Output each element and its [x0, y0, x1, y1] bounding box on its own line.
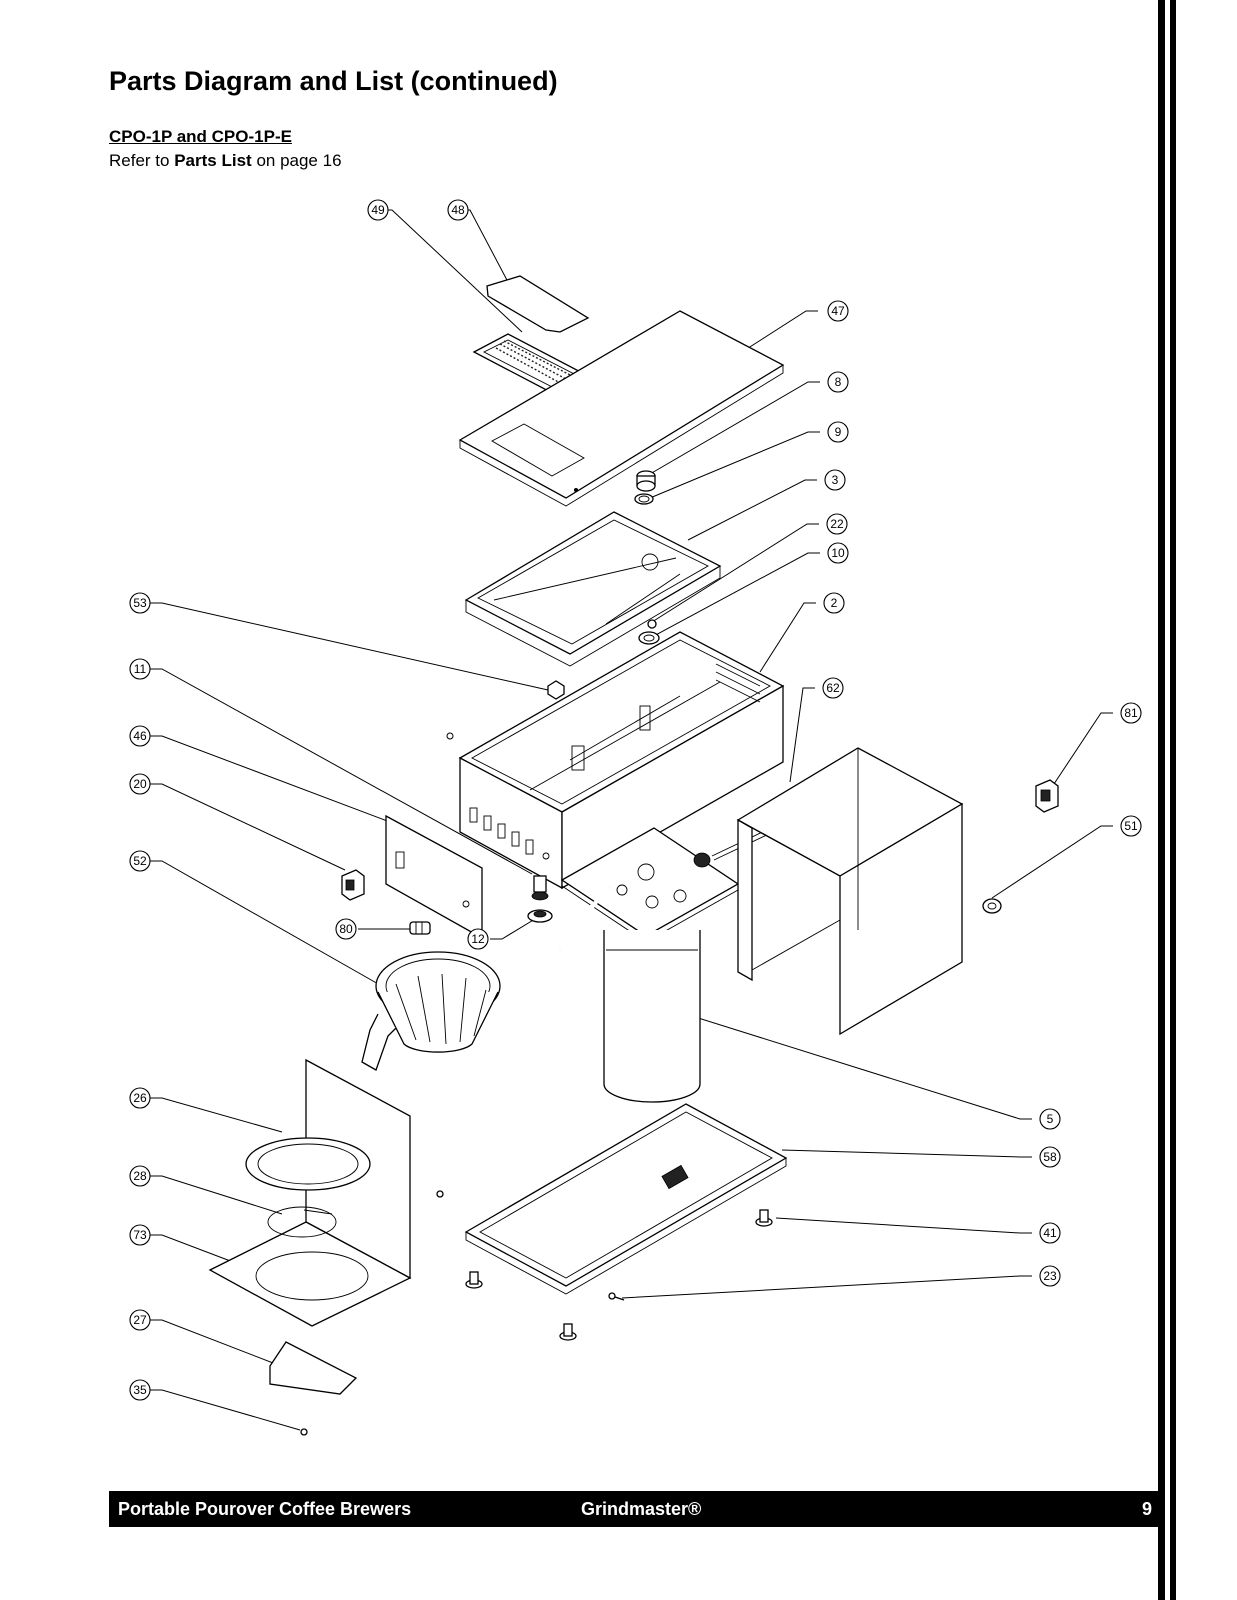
svg-text:81: 81: [1124, 706, 1138, 720]
callout-5: 5: [1039, 1108, 1061, 1130]
svg-text:8: 8: [835, 375, 842, 389]
part-53-nut: [547, 680, 565, 700]
callout-10: 10: [827, 542, 849, 564]
callout-73: 73: [129, 1224, 151, 1246]
part-22-screw: [647, 619, 657, 629]
leader-lines: [150, 209, 1113, 1431]
callout-11: 11: [129, 658, 151, 680]
svg-text:41: 41: [1043, 1226, 1057, 1240]
callout-20: 20: [129, 773, 151, 795]
svg-text:9: 9: [835, 425, 842, 439]
refer-parts-list-link[interactable]: Parts List: [174, 151, 252, 170]
svg-text:3: 3: [832, 473, 839, 487]
svg-text:73: 73: [133, 1228, 147, 1242]
svg-text:2: 2: [831, 596, 838, 610]
svg-text:47: 47: [831, 304, 845, 318]
callout-49: 49: [367, 199, 389, 221]
refer-line: Refer to Parts List on page 16: [109, 151, 342, 171]
callout-23: 23: [1039, 1265, 1061, 1287]
part-28-warmer-element: [267, 1206, 337, 1238]
part-51-bushing: [982, 898, 1002, 914]
part-35-screw: [300, 1428, 308, 1436]
svg-text:11: 11: [134, 662, 147, 676]
svg-text:62: 62: [826, 681, 840, 695]
callout-8: 8: [827, 371, 849, 393]
svg-text:10: 10: [831, 546, 845, 560]
part-48-cover-plate: [486, 275, 590, 333]
part-10-grommet: [638, 631, 660, 645]
callout-53: 53: [129, 592, 151, 614]
callout-47: 47: [827, 300, 849, 322]
page-title: Parts Diagram and List (continued): [109, 66, 558, 96]
svg-text:26: 26: [133, 1091, 147, 1105]
callout-9: 9: [827, 421, 849, 443]
callout-58: 58: [1039, 1146, 1061, 1168]
callout-3: 3: [824, 469, 846, 491]
svg-text:5: 5: [1047, 1112, 1054, 1126]
part-80-fitting: [409, 921, 431, 935]
part-9-washer: [634, 493, 654, 505]
svg-text:49: 49: [371, 203, 385, 217]
svg-text:35: 35: [133, 1383, 147, 1397]
part-3-reservoir: [464, 511, 722, 667]
footer-brand: Grindmaster®: [581, 1499, 702, 1519]
svg-text:28: 28: [133, 1169, 147, 1183]
page-edge-bar-outer: [1158, 0, 1165, 1600]
part-73-bracket: [208, 1058, 412, 1327]
svg-text:48: 48: [451, 203, 465, 217]
refer-suffix: on page 16: [256, 151, 342, 170]
model-subtitle: CPO-1P and CPO-1P-E: [109, 127, 292, 146]
callout-12: 12: [467, 928, 489, 950]
part-20-switch: [341, 869, 365, 901]
part-23-screw: [436, 1190, 625, 1301]
svg-text:12: 12: [471, 932, 485, 946]
page-footer: Portable Pourover Coffee Brewers Grindma…: [109, 1491, 1164, 1527]
part-27-plate: [269, 1341, 358, 1395]
svg-text:27: 27: [133, 1313, 147, 1327]
part-47-top-lid: [458, 310, 785, 507]
svg-text:20: 20: [133, 777, 147, 791]
callout-80: 80: [335, 918, 357, 940]
part-62-side-housing: [736, 747, 964, 1036]
callout-22: 22: [826, 513, 848, 535]
callout-27: 27: [129, 1309, 151, 1331]
callout-35: 35: [129, 1379, 151, 1401]
part-26-ring: [245, 1137, 371, 1191]
svg-text:46: 46: [133, 729, 147, 743]
page-edge-bar-inner: [1170, 0, 1176, 1600]
svg-text:80: 80: [339, 922, 353, 936]
part-8-fitting: [636, 470, 656, 492]
svg-text:58: 58: [1043, 1150, 1057, 1164]
footer-product-line: Portable Pourover Coffee Brewers: [118, 1499, 412, 1519]
part-41-feet: [465, 1209, 773, 1341]
callout-26: 26: [129, 1087, 151, 1109]
part-81-rocker-switch: [1035, 779, 1059, 813]
refer-prefix: Refer to: [109, 151, 170, 170]
part-12-valve: [527, 909, 553, 923]
svg-text:52: 52: [133, 854, 147, 868]
part-11-fitting: [531, 875, 549, 901]
callout-2: 2: [823, 592, 845, 614]
part-2-chassis-box: [446, 631, 785, 890]
svg-text:23: 23: [1043, 1269, 1057, 1283]
callout-41: 41: [1039, 1222, 1061, 1244]
callout-52: 52: [129, 850, 151, 872]
callouts: 49 48 47 8 9 3 22 10 2 53 11 62 81 46 20…: [129, 199, 1142, 1401]
footer-page-number: 9: [1141, 1499, 1152, 1519]
callout-51: 51: [1120, 815, 1142, 837]
svg-text:51: 51: [1124, 819, 1138, 833]
callout-62: 62: [822, 677, 844, 699]
part-58-base: [464, 1103, 788, 1295]
svg-text:53: 53: [133, 596, 147, 610]
svg-text:22: 22: [830, 517, 844, 531]
callout-46: 46: [129, 725, 151, 747]
callout-28: 28: [129, 1165, 151, 1187]
callout-48: 48: [447, 199, 469, 221]
part-52-brew-basket: [361, 951, 501, 1071]
callout-81: 81: [1120, 702, 1142, 724]
part-5-tank: [603, 930, 701, 1103]
